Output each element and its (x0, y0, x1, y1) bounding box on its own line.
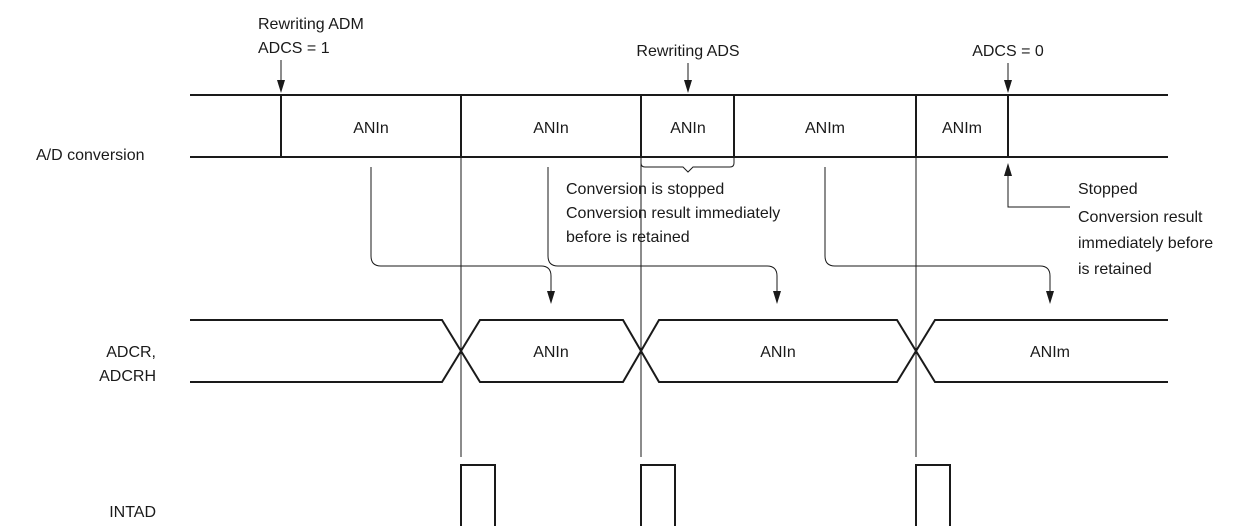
stopped-note-line: immediately before (1078, 235, 1213, 252)
rewriting-ads-note: Rewriting ADS (636, 43, 739, 60)
conversion-segment: ANIn (533, 120, 569, 137)
conversion-segment: ANIn (670, 120, 706, 137)
down-arrow-icon (547, 291, 555, 304)
adcr-label-line2: ADCRH (99, 368, 156, 385)
intad-pulse (640, 464, 676, 526)
transfer-path (824, 167, 1051, 292)
register-segment: ANIn (760, 344, 796, 361)
down-arrow-icon (277, 80, 285, 93)
intad-pulse (460, 464, 496, 526)
conversion-segment: ANIm (805, 120, 845, 137)
register-segment: ANIm (1030, 344, 1070, 361)
conversion-segment: ANIn (353, 120, 389, 137)
intad-signal (460, 464, 951, 526)
adcr-label-line1: ADCR, (106, 344, 156, 361)
adcs-1-note: ADCS = 1 (258, 40, 330, 57)
stop-note-line: before is retained (566, 229, 690, 246)
stopped-pointer-line (1007, 174, 1070, 208)
conversion-segment: ANIm (942, 120, 982, 137)
stopped-segment-brace (640, 157, 735, 173)
stop-note-line: Conversion result immediately (566, 205, 780, 222)
adcs-0-note: ADCS = 0 (972, 43, 1044, 60)
bus-trace (190, 319, 1168, 383)
stop-note-line: Conversion is stopped (566, 181, 724, 198)
down-arrow-icon (773, 291, 781, 304)
register-segment: ANIn (533, 344, 569, 361)
bus-trace (190, 319, 1168, 383)
stopped-note-line: Stopped (1078, 181, 1138, 198)
ad-conversion-bus: ANIn ANIn ANIn ANIm ANIm (190, 94, 1168, 158)
rewriting-adm-note: Rewriting ADM (258, 16, 364, 33)
down-arrow-icon (1046, 291, 1054, 304)
down-arrow-icon (1004, 80, 1012, 93)
stopped-note-line: is retained (1078, 261, 1152, 278)
intad-pulse (915, 464, 951, 526)
stopped-note-line: Conversion result (1078, 209, 1203, 226)
transfer-path (547, 167, 778, 292)
adcr-bus: ANIn ANIn ANIm (190, 319, 1168, 383)
intad-label: INTAD (109, 504, 156, 521)
down-arrow-icon (684, 80, 692, 93)
ad-conversion-label: A/D conversion (36, 147, 145, 164)
up-arrow-icon (1004, 163, 1012, 176)
